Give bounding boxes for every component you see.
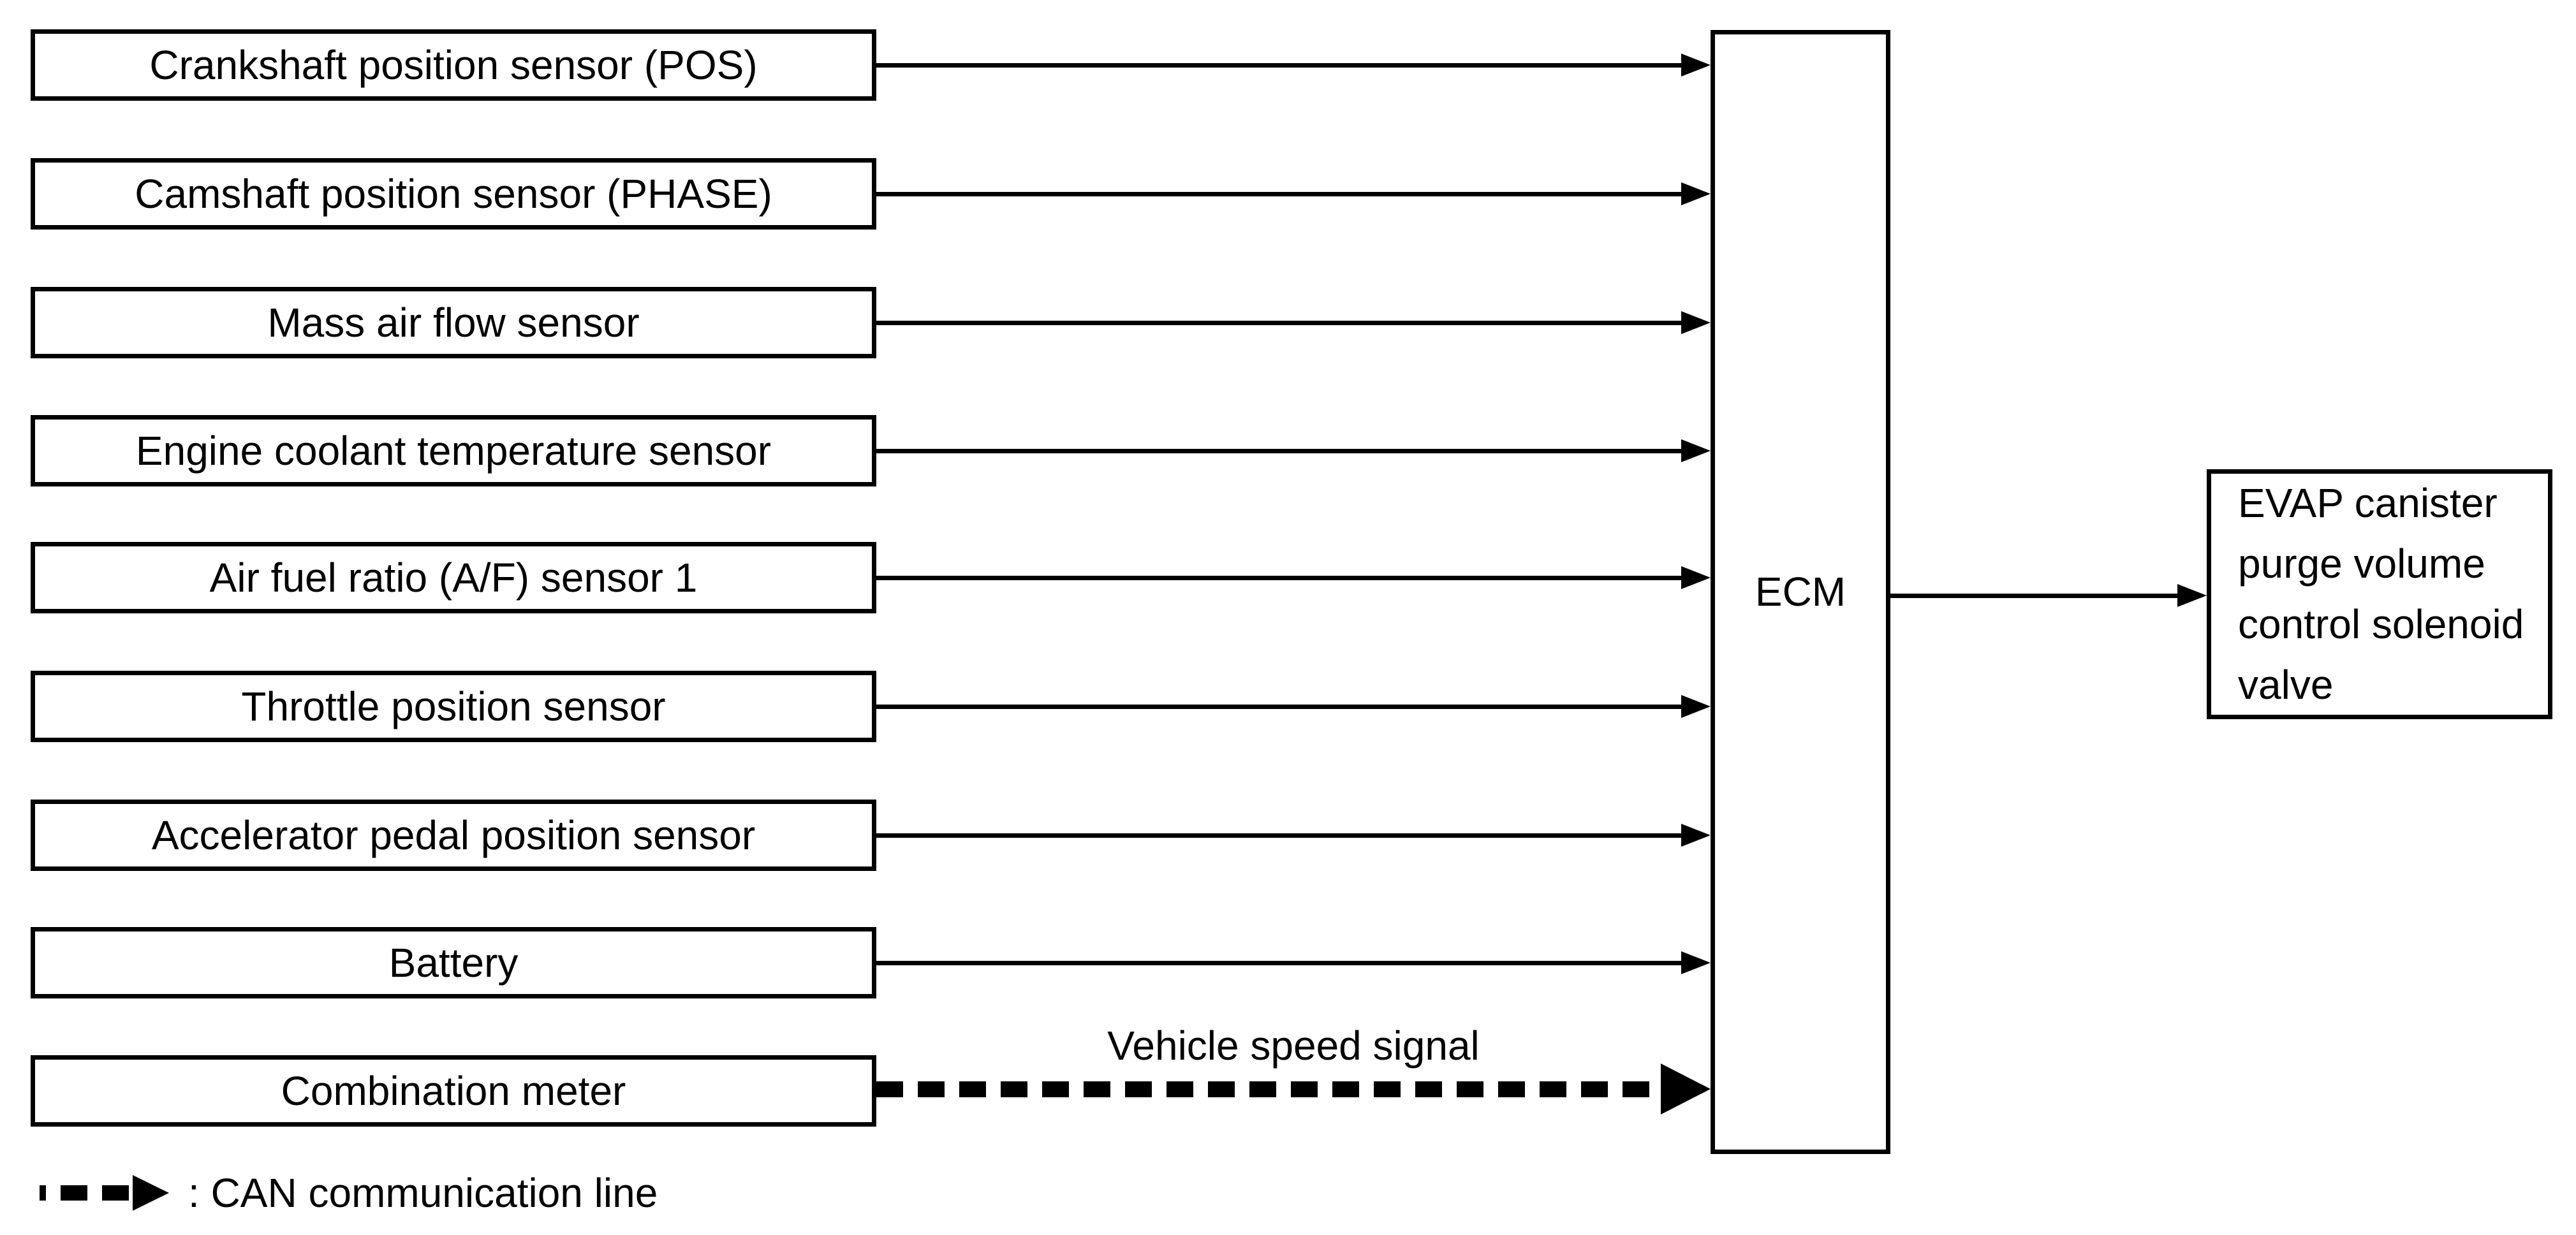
can-line-legend-icon [40,1162,170,1224]
arrowhead-icon [1681,695,1711,718]
arrowhead-icon [1681,182,1711,205]
box-label-line: control solenoid [2238,601,2524,647]
connector-arrow-af-sensor-to-ecm [876,576,1681,580]
can-arrowhead-icon [1661,1063,1711,1114]
box-camshaft-position-sensor: Camshaft position sensor (PHASE) [31,158,876,230]
box-label: Camshaft position sensor (PHASE) [135,170,772,217]
box-air-fuel-ratio-sensor: Air fuel ratio (A/F) sensor 1 [31,542,876,613]
box-label: Crankshaft position sensor (POS) [149,41,758,88]
box-accelerator-pedal-position-sensor: Accelerator pedal position sensor [31,800,876,871]
connector-arrow-crankshaft-to-ecm [876,63,1681,68]
box-battery: Battery [31,927,876,998]
arrowhead-icon [1681,951,1711,974]
box-engine-coolant-temperature-sensor: Engine coolant temperature sensor [31,415,876,486]
vehicle-speed-signal-label: Vehicle speed signal [1107,1023,1480,1069]
box-label: Throttle position sensor [241,683,666,729]
box-combination-meter: Combination meter [31,1055,876,1127]
box-evap-canister-purge-volume-control-solenoid-valve: EVAP canister purge volume control solen… [2207,469,2552,719]
box-label: Mass air flow sensor [267,299,640,346]
can-line-legend-band [40,1185,133,1201]
box-mass-air-flow-sensor: Mass air flow sensor [31,287,876,358]
arrowhead-icon [2177,584,2207,607]
can-line-legend-arrowhead-icon [133,1175,169,1211]
arrowhead-icon [1681,311,1711,334]
connector-arrow-ecm-to-evap-valve [1890,594,2177,598]
arrowhead-icon [1681,439,1711,462]
connector-arrow-camshaft-to-ecm [876,192,1681,196]
ecm-box: ECM [1711,30,1890,1154]
legend: : CAN communication line [40,1162,658,1224]
can-communication-line [876,1081,1661,1097]
arrowhead-icon [1681,824,1711,847]
arrowhead-icon [1681,566,1711,589]
box-label-line: EVAP canister [2238,480,2498,526]
arrowhead-icon [1681,54,1711,77]
connector-arrow-battery-to-ecm [876,961,1681,965]
box-label: Battery [388,939,519,986]
box-label: Combination meter [281,1067,626,1114]
box-crankshaft-position-sensor: Crankshaft position sensor (POS) [31,29,876,101]
box-label: Accelerator pedal position sensor [151,812,756,858]
box-label: Engine coolant temperature sensor [135,427,772,474]
box-throttle-position-sensor: Throttle position sensor [31,671,876,742]
box-label-line: valve [2238,662,2334,708]
box-label: Air fuel ratio (A/F) sensor 1 [209,554,698,601]
connector-arrow-throttle-to-ecm [876,705,1681,709]
ecm-label: ECM [1755,569,1846,615]
connector-arrow-accelerator-to-ecm [876,833,1681,838]
legend-label: : CAN communication line [188,1170,658,1216]
connector-arrow-coolant-temp-to-ecm [876,449,1681,453]
box-label-line: purge volume [2238,541,2485,587]
connector-arrow-mass-air-flow-to-ecm [876,321,1681,325]
